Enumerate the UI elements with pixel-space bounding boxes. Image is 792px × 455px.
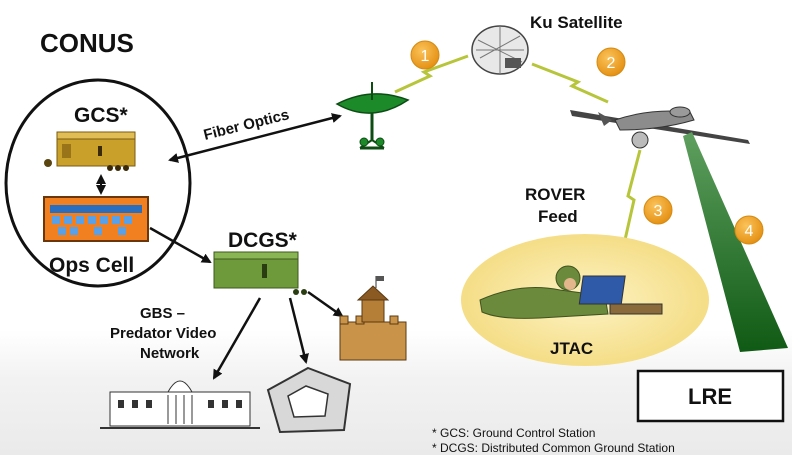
- link-lightning-1: [394, 54, 469, 94]
- sensor-beam: [683, 132, 788, 352]
- rover-feed-label: Feed: [538, 207, 578, 226]
- jtac-label: JTAC: [550, 339, 593, 358]
- badge-3: 3: [643, 195, 673, 225]
- fort-icon: [339, 276, 407, 361]
- dcgs-pentagon-link: [288, 297, 309, 364]
- ops-dcgs-link: [149, 226, 212, 264]
- lre-box: LRE: [636, 369, 785, 423]
- pentagon-icon: [266, 366, 352, 434]
- footnote-dcgs: * DCGS: Distributed Common Ground Statio…: [432, 441, 675, 455]
- fiber-optics-label: Fiber Optics: [202, 106, 291, 144]
- ops-cell-icon: [43, 196, 149, 242]
- dcgs-label: DCGS*: [228, 229, 298, 252]
- gbs-label-line3: Network: [140, 345, 200, 362]
- lre-label: LRE: [688, 384, 732, 409]
- soldier-laptop-icon: [479, 265, 663, 319]
- footnote-gcs: * GCS: Ground Control Station: [432, 426, 595, 440]
- white-house-icon: [100, 380, 260, 429]
- ku-satellite-label: Ku Satellite: [530, 13, 623, 32]
- svg-text:1: 1: [421, 48, 430, 65]
- svg-text:4: 4: [745, 223, 754, 240]
- rover-label: ROVER: [525, 185, 585, 204]
- gbs-label-line2: Predator Video: [110, 325, 216, 342]
- gcs-label: GCS*: [74, 104, 129, 127]
- ku-satellite-icon: [471, 25, 529, 75]
- gbs-label-line1: GBS –: [140, 305, 185, 322]
- link-lightning-2: [531, 62, 609, 104]
- dcgs-shelter-icon: [213, 251, 307, 295]
- ops-cell-label: Ops Cell: [49, 254, 134, 277]
- page-title: CONUS: [40, 28, 134, 58]
- badge-2: 2: [596, 47, 626, 77]
- dcgs-fort-link: [307, 290, 344, 318]
- shelter-icon: [44, 131, 136, 171]
- badge-4: 4: [734, 215, 764, 245]
- svg-text:2: 2: [607, 55, 616, 72]
- gcs-circle: [4, 78, 192, 288]
- satellite-dish-icon: [335, 82, 410, 150]
- fiber-optics-link: [168, 113, 342, 163]
- badge-1: 1: [410, 40, 440, 70]
- dcgs-whitehouse-link: [212, 297, 262, 380]
- link-lightning-3: [618, 149, 642, 263]
- svg-text:3: 3: [654, 203, 663, 220]
- predator-drone-icon: [570, 106, 750, 149]
